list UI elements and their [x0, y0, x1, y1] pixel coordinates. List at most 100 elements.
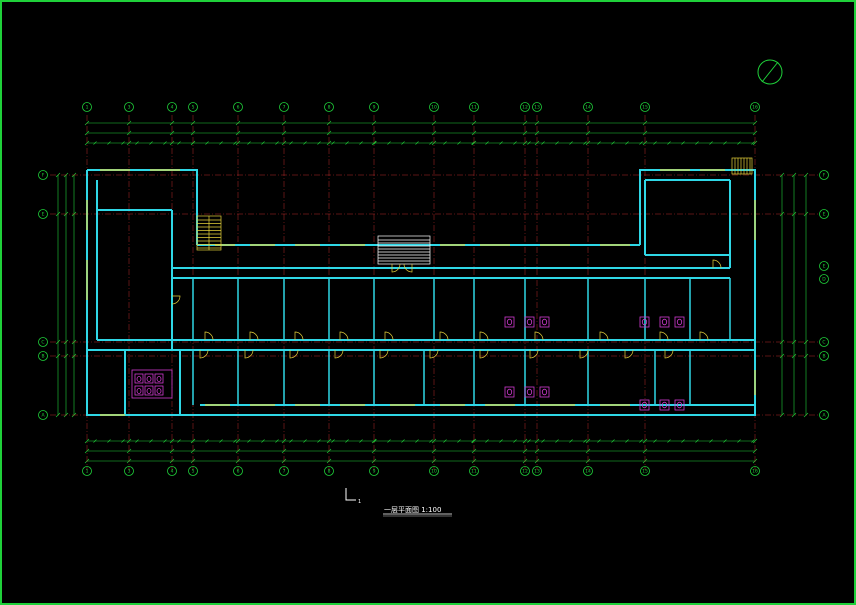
door-swing — [664, 349, 674, 359]
dimension-tick — [534, 448, 540, 454]
dimension-tick — [585, 448, 591, 454]
dimension-tick — [281, 448, 287, 454]
dimension-tick — [247, 439, 251, 443]
toilet-bowl — [541, 318, 548, 326]
column-axis-bubble — [469, 102, 479, 112]
dimension-tick — [695, 439, 699, 443]
dimension-tick — [431, 448, 437, 454]
dimension-tick — [373, 141, 377, 145]
dimension-tick — [527, 141, 531, 145]
dimension-tick — [791, 172, 797, 178]
column-axis-label: 10 — [431, 469, 437, 475]
dimension-tick — [695, 141, 699, 145]
dimension-tick — [791, 339, 797, 345]
dimension-tick — [642, 438, 648, 444]
column-axis-bubble — [279, 102, 289, 112]
door-swing — [699, 331, 709, 341]
column-axis-bubble — [279, 466, 289, 476]
toilet-stall — [539, 386, 550, 398]
dimension-tick — [331, 141, 335, 145]
toilet-bowl — [641, 401, 648, 409]
dimension-tick — [169, 438, 175, 444]
dimension-tick — [84, 438, 90, 444]
dimension-tick — [471, 438, 477, 444]
door-swing — [334, 349, 344, 359]
section-mark-icon — [345, 488, 356, 501]
right-dimension-lines — [781, 175, 807, 415]
column-axis-label: 14 — [585, 469, 591, 475]
toilet-bowl — [506, 388, 513, 396]
row-axis-bubble — [38, 337, 48, 347]
column-axis-label: 5 — [192, 105, 195, 111]
dimension-tick — [431, 438, 437, 444]
dimension-tick — [261, 141, 265, 145]
column-axis-bubble — [188, 102, 198, 112]
column-axis-bubble — [124, 102, 134, 112]
dimension-tick — [247, 141, 251, 145]
windows — [86, 169, 756, 416]
dimension-tick — [126, 448, 132, 454]
dimension-tick — [190, 448, 196, 454]
column-axis-label: 9 — [373, 105, 376, 111]
dimension-tick — [219, 141, 223, 145]
dimension-tick — [625, 141, 629, 145]
column-axis-label: 12 — [522, 469, 528, 475]
dimension-tick — [555, 141, 559, 145]
dimension-tick — [281, 438, 287, 444]
dimension-tick — [471, 130, 477, 136]
dimension-tick — [177, 439, 181, 443]
door-swing — [479, 331, 489, 341]
door-swing — [534, 331, 544, 341]
dimension-tick — [415, 141, 419, 145]
door-swing — [599, 331, 609, 341]
column-axis-label: 3 — [128, 105, 131, 111]
column-axis-bubble — [324, 102, 334, 112]
toilet-stall — [524, 316, 535, 328]
door-swing — [659, 331, 669, 341]
door-swing — [339, 331, 349, 341]
toilet-stall — [504, 316, 515, 328]
dimension-tick — [667, 439, 671, 443]
dimension-tick — [387, 141, 391, 145]
dimension-tick — [457, 439, 461, 443]
dimension-tick — [499, 141, 503, 145]
dimension-tick — [415, 439, 419, 443]
right-entrance-steps — [731, 157, 753, 175]
dimension-tick — [499, 439, 503, 443]
column-axis-label: 16 — [752, 469, 758, 475]
column-axis-bubble — [640, 102, 650, 112]
dimension-tick — [522, 438, 528, 444]
column-axis-bubble — [82, 466, 92, 476]
door-swing — [384, 331, 394, 341]
column-axis-label: 13 — [534, 105, 540, 111]
toilet-stall — [144, 385, 154, 396]
dimension-tick — [289, 439, 293, 443]
door-swing — [289, 349, 299, 359]
toilet-bowl — [641, 318, 648, 326]
dimension-tick — [345, 141, 349, 145]
dimension-tick — [653, 439, 657, 443]
dimension-tick — [534, 130, 540, 136]
toilet-stall — [154, 373, 164, 384]
dimension-tick — [709, 439, 713, 443]
toilet-bowl — [676, 318, 683, 326]
dimension-tick — [751, 439, 755, 443]
door-swing — [403, 263, 413, 273]
dimension-tick — [751, 141, 755, 145]
toilet-stall — [134, 385, 144, 396]
dimension-tick — [359, 439, 363, 443]
column-axis-bubble — [429, 466, 439, 476]
door-swing — [244, 349, 254, 359]
row-axis-label: B — [41, 354, 44, 360]
column-axis-bubble — [532, 466, 542, 476]
row-axis-label: C — [41, 340, 44, 346]
dimension-tick — [235, 130, 241, 136]
dimension-tick — [555, 439, 559, 443]
dimension-tick — [585, 130, 591, 136]
toilet-bowl — [676, 401, 683, 409]
dimension-tick — [737, 439, 741, 443]
dimension-tick — [126, 438, 132, 444]
toilet-stall — [674, 399, 685, 411]
dimension-tick — [583, 141, 587, 145]
